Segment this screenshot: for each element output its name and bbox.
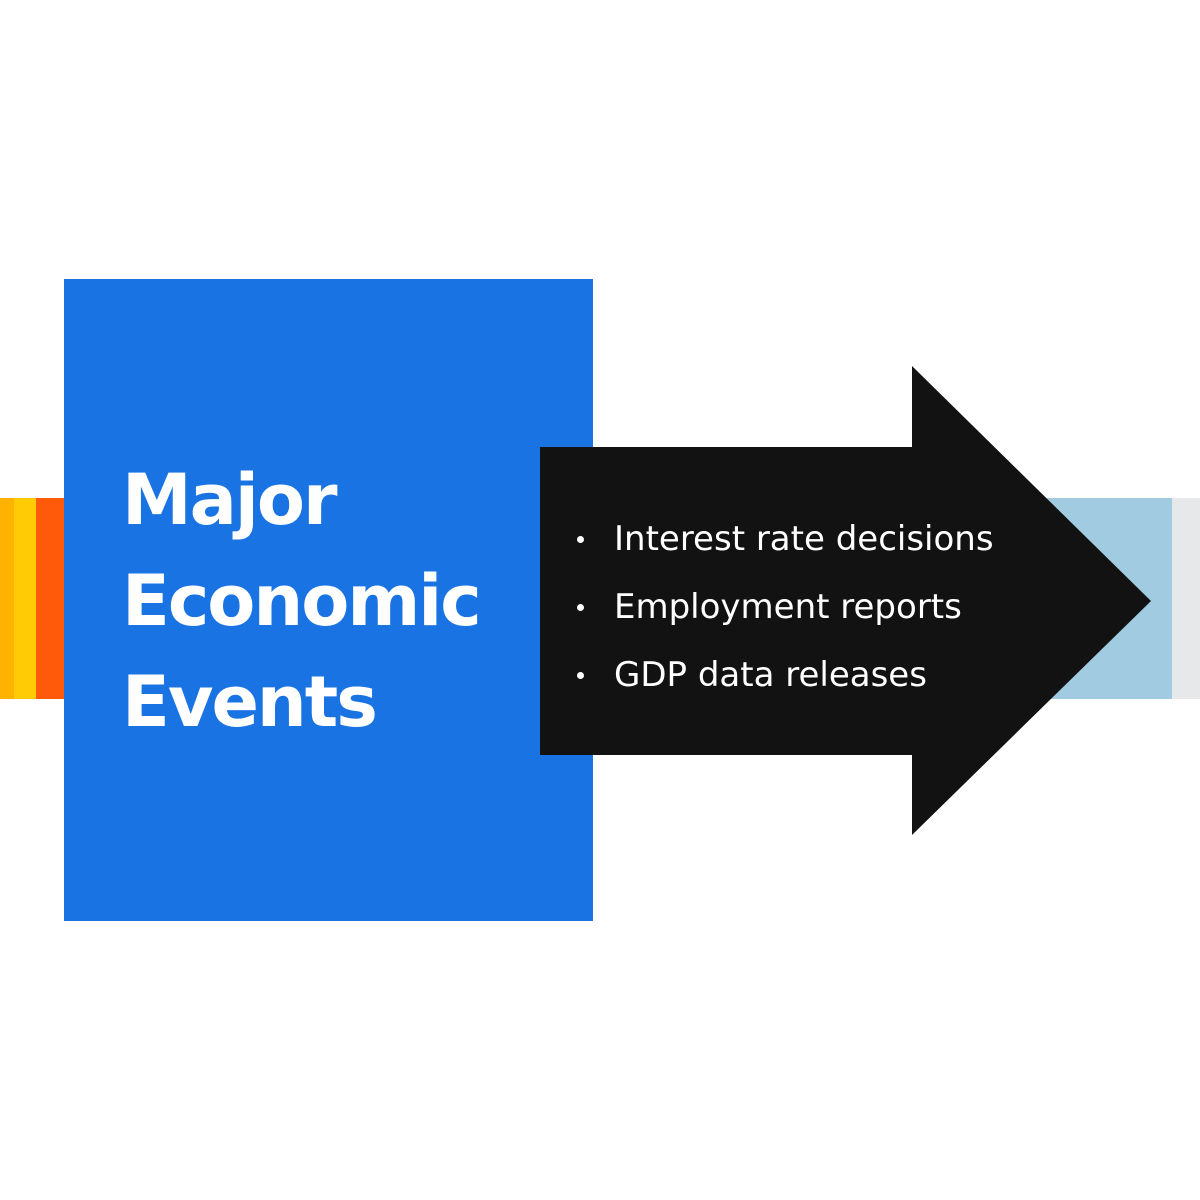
list-item: GDP data releases <box>574 641 994 709</box>
event-label: Interest rate decisions <box>614 519 994 559</box>
title-line-1: Major <box>122 459 338 541</box>
bullet-icon <box>577 671 584 679</box>
list-item: Employment reports <box>574 573 994 641</box>
arrow-shape <box>540 366 1151 835</box>
right-band-grey <box>1172 498 1200 699</box>
event-list: Interest rate decisions Employment repor… <box>574 505 994 709</box>
arrow-body <box>540 366 1151 835</box>
event-label: Employment reports <box>614 587 962 627</box>
bullet-icon <box>577 535 584 543</box>
left-stripe-yellow <box>14 498 36 699</box>
event-label: GDP data releases <box>614 655 927 695</box>
title-line-2: Economic <box>122 560 482 642</box>
left-stripe-amber <box>0 498 14 699</box>
title-box <box>64 279 593 921</box>
diagram-title: Major Economic Events <box>122 450 582 753</box>
bullet-icon <box>577 603 584 611</box>
list-item: Interest rate decisions <box>574 505 994 573</box>
title-line-3: Events <box>122 661 378 743</box>
left-stripe-orange <box>36 498 64 699</box>
